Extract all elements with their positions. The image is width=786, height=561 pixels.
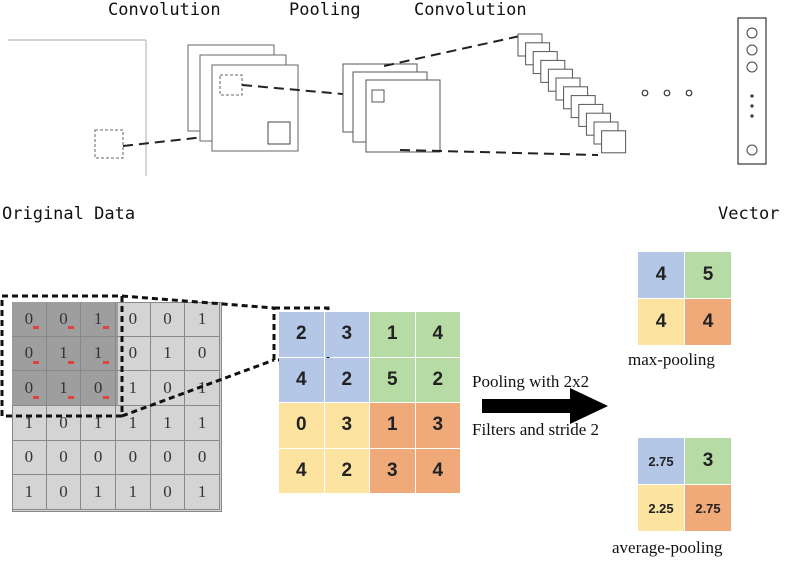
ellipsis-dots	[641, 89, 693, 97]
input-cell: 0	[12, 336, 47, 372]
input-cell: 1	[12, 475, 47, 510]
conv1-feature-maps	[187, 44, 299, 152]
input-cell: 1	[81, 475, 116, 510]
input-cell: 1	[185, 475, 220, 510]
weight-annotation-mark	[102, 395, 109, 399]
input-cell: 1	[116, 475, 151, 510]
feature-cell: 2	[279, 312, 324, 357]
feature-cell: 1	[370, 403, 415, 448]
average-pooling-label: average-pooling	[612, 538, 723, 557]
cnn-pipeline-diagram	[8, 17, 767, 176]
weight-annotation-mark	[33, 395, 40, 399]
weight-annotation-mark	[68, 395, 75, 399]
input-cell: 0	[46, 406, 82, 441]
input-cell: 1	[150, 406, 186, 441]
input-cell: 1	[116, 406, 151, 441]
feature-cell: 3	[324, 403, 369, 448]
input-cell: 0	[81, 440, 116, 476]
vector-label: Vector	[718, 204, 780, 224]
input-cell: 1	[185, 302, 220, 337]
input-cell: 1	[81, 406, 116, 441]
max-pooling-label: max-pooling	[628, 350, 715, 369]
input-cell: 1	[116, 371, 151, 406]
feature-cell: 4	[279, 357, 324, 402]
pooling-arrow	[482, 388, 608, 424]
pooling-description-line2: Filters and stride 2	[472, 420, 600, 439]
conv2-feature-maps	[517, 33, 627, 154]
weight-annotation-mark	[68, 326, 75, 330]
feature-cell: 4	[415, 448, 460, 493]
pooling-label: Pooling	[289, 0, 361, 20]
feature-cell: 4	[279, 448, 324, 493]
avg-pool-cell: 3	[685, 438, 731, 484]
weight-annotation-mark	[102, 360, 109, 364]
input-cell: 0	[150, 440, 186, 476]
input-cell: 0	[116, 302, 151, 337]
input-cell: 1	[185, 406, 220, 441]
weight-annotation-mark	[33, 326, 40, 330]
input-cell: 0	[12, 371, 47, 406]
pooling-description-line1: Pooling with 2x2	[472, 372, 590, 391]
feature-cell: 5	[370, 357, 415, 402]
input-cell: 0	[150, 371, 186, 406]
input-cell: 0	[46, 302, 82, 337]
input-cell: 0	[12, 440, 47, 476]
input-cell: 0	[150, 475, 186, 510]
weight-annotation-mark	[68, 360, 75, 364]
feature-cell: 2	[415, 357, 460, 402]
feature-cell: 4	[415, 312, 460, 357]
pooling-feature-maps	[342, 63, 441, 153]
max-pool-cell: 4	[638, 299, 684, 345]
input-cell: 1	[81, 336, 116, 372]
original-data-frame	[8, 39, 147, 176]
input-cell: 1	[81, 302, 116, 337]
max-pool-cell: 4	[685, 299, 731, 345]
feature-cell: 3	[415, 403, 460, 448]
input-cell: 0	[12, 302, 47, 337]
weight-annotation-mark	[33, 360, 40, 364]
feature-cell: 3	[324, 312, 369, 357]
conv1-label: Convolution	[108, 0, 221, 20]
input-cell: 1	[46, 371, 82, 406]
max-pool-cell: 4	[638, 252, 684, 298]
feature-cell: 3	[370, 448, 415, 493]
feature-cell: 1	[370, 312, 415, 357]
input-cell: 0	[185, 440, 220, 476]
input-cell: 0	[116, 336, 151, 372]
feature-cell: 2	[324, 448, 369, 493]
feature-cell: 0	[279, 403, 324, 448]
conv2-label: Convolution	[414, 0, 527, 20]
max-pool-cell: 5	[685, 252, 731, 298]
weight-annotation-mark	[102, 326, 109, 330]
avg-pool-cell: 2.25	[638, 485, 684, 531]
avg-pool-cell: 2.75	[685, 485, 731, 531]
input-cell: 0	[46, 475, 82, 510]
input-cell: 1	[46, 336, 82, 372]
original-data-label: Original Data	[2, 204, 136, 224]
input-cell: 0	[81, 371, 116, 406]
feature-cell: 2	[324, 357, 369, 402]
input-cells: 001001011010010101101111000000101101	[12, 302, 220, 510]
input-cell: 1	[12, 406, 47, 441]
output-vector	[737, 17, 767, 165]
input-cell: 1	[150, 336, 186, 372]
kernel-highlight	[12, 302, 118, 406]
conv2-map	[601, 130, 627, 154]
input-cell: 0	[185, 336, 220, 372]
input-cell: 0	[116, 440, 151, 476]
input-cell: 0	[150, 302, 186, 337]
input-cell: 0	[46, 440, 82, 476]
avg-pool-cell: 2.75	[638, 438, 684, 484]
